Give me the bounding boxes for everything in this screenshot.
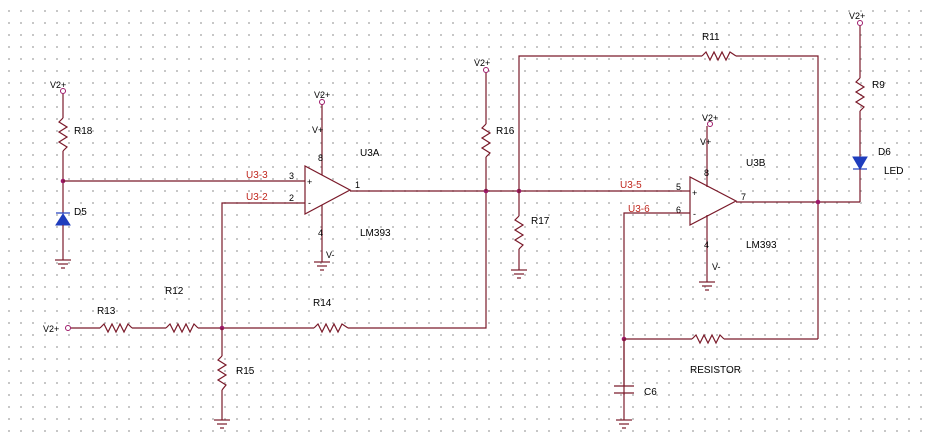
r12-label: R12: [165, 286, 184, 297]
v2-terminal-r9[interactable]: [857, 20, 863, 26]
ground-symbol: [616, 419, 632, 429]
u3b-plus-sign: +: [692, 188, 697, 198]
v2-terminal-u3a[interactable]: [319, 99, 325, 105]
d6-label: D6: [878, 147, 891, 158]
u3a-minus-sign: -: [308, 198, 311, 208]
u3a-plus-sign: +: [307, 177, 312, 187]
d5-label: D5: [74, 207, 87, 218]
u3b-pin-6: 6: [676, 205, 681, 215]
u3a-pin-1: 1: [355, 180, 360, 190]
u3b-pin-5: 5: [676, 182, 681, 192]
ground-symbol: [314, 261, 330, 271]
u3a-ref-label: U3A: [360, 148, 380, 159]
r15-label: R15: [236, 366, 255, 377]
v2-label-r16: V2+: [474, 58, 490, 68]
u3b-pin-8: 8: [704, 168, 709, 178]
net-u3-5: U3-5: [620, 180, 642, 191]
u3a-vminus-label: V-: [326, 250, 335, 260]
ground-symbol: [511, 269, 527, 279]
resistor-r17[interactable]: [513, 215, 525, 250]
net-u3-2: U3-2: [246, 192, 268, 203]
u3b-vminus-label: V-: [712, 262, 721, 272]
v2-terminal-r18[interactable]: [60, 88, 66, 94]
u3a-vplus-label: V+: [312, 125, 323, 135]
r17-label: R17: [531, 216, 550, 227]
opamp-u3a[interactable]: + -: [304, 104, 352, 262]
v2-terminal-r16[interactable]: [483, 67, 489, 73]
ground-symbol: [699, 281, 715, 291]
r18-branch: V2+ R18 D5: [50, 80, 305, 269]
r11-label: R11: [702, 32, 720, 43]
resistor-r13[interactable]: [99, 322, 133, 334]
v2-label-r9: V2+: [849, 11, 865, 21]
u3b-minus-sign: -: [693, 209, 696, 219]
resistor-r15[interactable]: [216, 355, 228, 391]
resistor-r14[interactable]: [313, 322, 349, 334]
u3a-pin-8: 8: [318, 153, 323, 163]
net-u3-3: U3-3: [246, 170, 268, 181]
u3b-pin-7: 7: [741, 192, 746, 202]
v2-label-u3b: V2+: [702, 113, 718, 123]
led-label: LED: [884, 166, 903, 177]
resistor-r11[interactable]: [701, 50, 737, 62]
diode-d5[interactable]: [55, 213, 71, 226]
resistor-r9[interactable]: [854, 77, 866, 112]
c6-label: C6: [644, 387, 657, 398]
led-d6[interactable]: [852, 156, 868, 170]
u3a-pin-3: 3: [289, 171, 294, 181]
r9-label: R9: [872, 80, 885, 91]
resistor-r18[interactable]: [57, 117, 69, 152]
resistor-r16[interactable]: [480, 123, 492, 158]
net-u3-6: U3-6: [628, 204, 650, 215]
u3b-part-label: LM393: [746, 240, 777, 251]
v2-terminal-u3b[interactable]: [707, 121, 713, 127]
r14-label: R14: [313, 298, 332, 309]
u3b-ref-label: U3B: [746, 158, 766, 169]
u3b-pin-4: 4: [704, 240, 709, 250]
opamp-u3b[interactable]: + -: [689, 126, 738, 282]
ground-symbol: [55, 259, 71, 269]
r18-label: R18: [74, 126, 93, 137]
u3a-pin-2: 2: [289, 193, 294, 203]
v2-label-u3a: V2+: [314, 90, 330, 100]
resistor-r12[interactable]: [165, 322, 199, 334]
junction-dot: [815, 199, 821, 205]
v2-label-r18: V2+: [50, 80, 66, 90]
v2-label-r13: V2+: [43, 324, 59, 334]
resistor-label: RESISTOR: [690, 365, 741, 376]
ground-symbol: [214, 419, 230, 429]
u3a-pin-4: 4: [318, 228, 323, 238]
r16-label: R16: [496, 126, 515, 137]
v2-terminal-r13[interactable]: [65, 325, 71, 331]
u3b-vplus-label: V+: [700, 137, 711, 147]
r13-label: R13: [97, 306, 116, 317]
resistor-feedback[interactable]: [691, 333, 725, 345]
u3a-part-label: LM393: [360, 228, 391, 239]
